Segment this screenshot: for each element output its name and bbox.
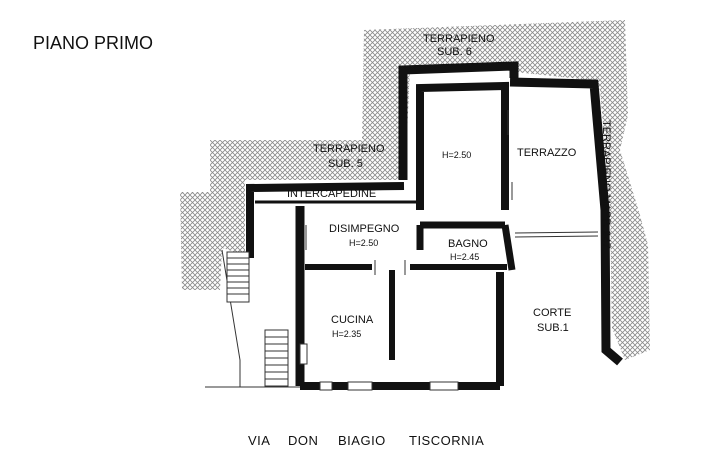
- street-word-via: VIA: [248, 433, 271, 448]
- label-disimpegno-height: H=2.50: [349, 238, 378, 248]
- label-terrapieno-sub6-b: SUB. 6: [437, 46, 472, 58]
- plan-title: PIANO PRIMO: [33, 33, 153, 53]
- label-corte-sub: SUB.1: [537, 322, 569, 334]
- label-bagno-height: H=2.45: [450, 252, 479, 262]
- label-intercapedine: INTERCAPEDINE: [287, 188, 376, 200]
- label-cucina-height: H=2.35: [332, 329, 361, 339]
- label-cucina: CUCINA: [331, 314, 374, 326]
- terrapieno-hatch: [180, 20, 650, 360]
- label-terrapieno-sub6-a: TERRAPIENO: [423, 33, 495, 45]
- label-terrazzo: TERRAZZO: [517, 147, 577, 159]
- street-word-biagio: BIAGIO: [338, 433, 386, 448]
- street-word-don: DON: [288, 433, 319, 448]
- stair-lower: [264, 329, 289, 387]
- label-terrapieno-sub5-a: TERRAPIENO: [313, 143, 385, 155]
- windows: [299, 343, 459, 391]
- walls: [246, 61, 623, 390]
- street-word-tiscornia: TISCORNIA: [409, 433, 485, 448]
- label-room-height: H=2.50: [442, 150, 471, 160]
- label-disimpegno: DISIMPEGNO: [329, 223, 400, 235]
- label-bagno: BAGNO: [448, 238, 488, 250]
- label-corte: CORTE: [533, 307, 571, 319]
- label-terrapieno-mapp: TERRAPIENO MAPP. 947: [600, 120, 612, 249]
- room-labels: TERRAPIENO SUB. 6 TERRAPIENO SUB. 5 TERR…: [287, 33, 612, 339]
- stair-upper: [226, 251, 250, 303]
- label-terrapieno-sub5-b: SUB. 5: [328, 158, 363, 170]
